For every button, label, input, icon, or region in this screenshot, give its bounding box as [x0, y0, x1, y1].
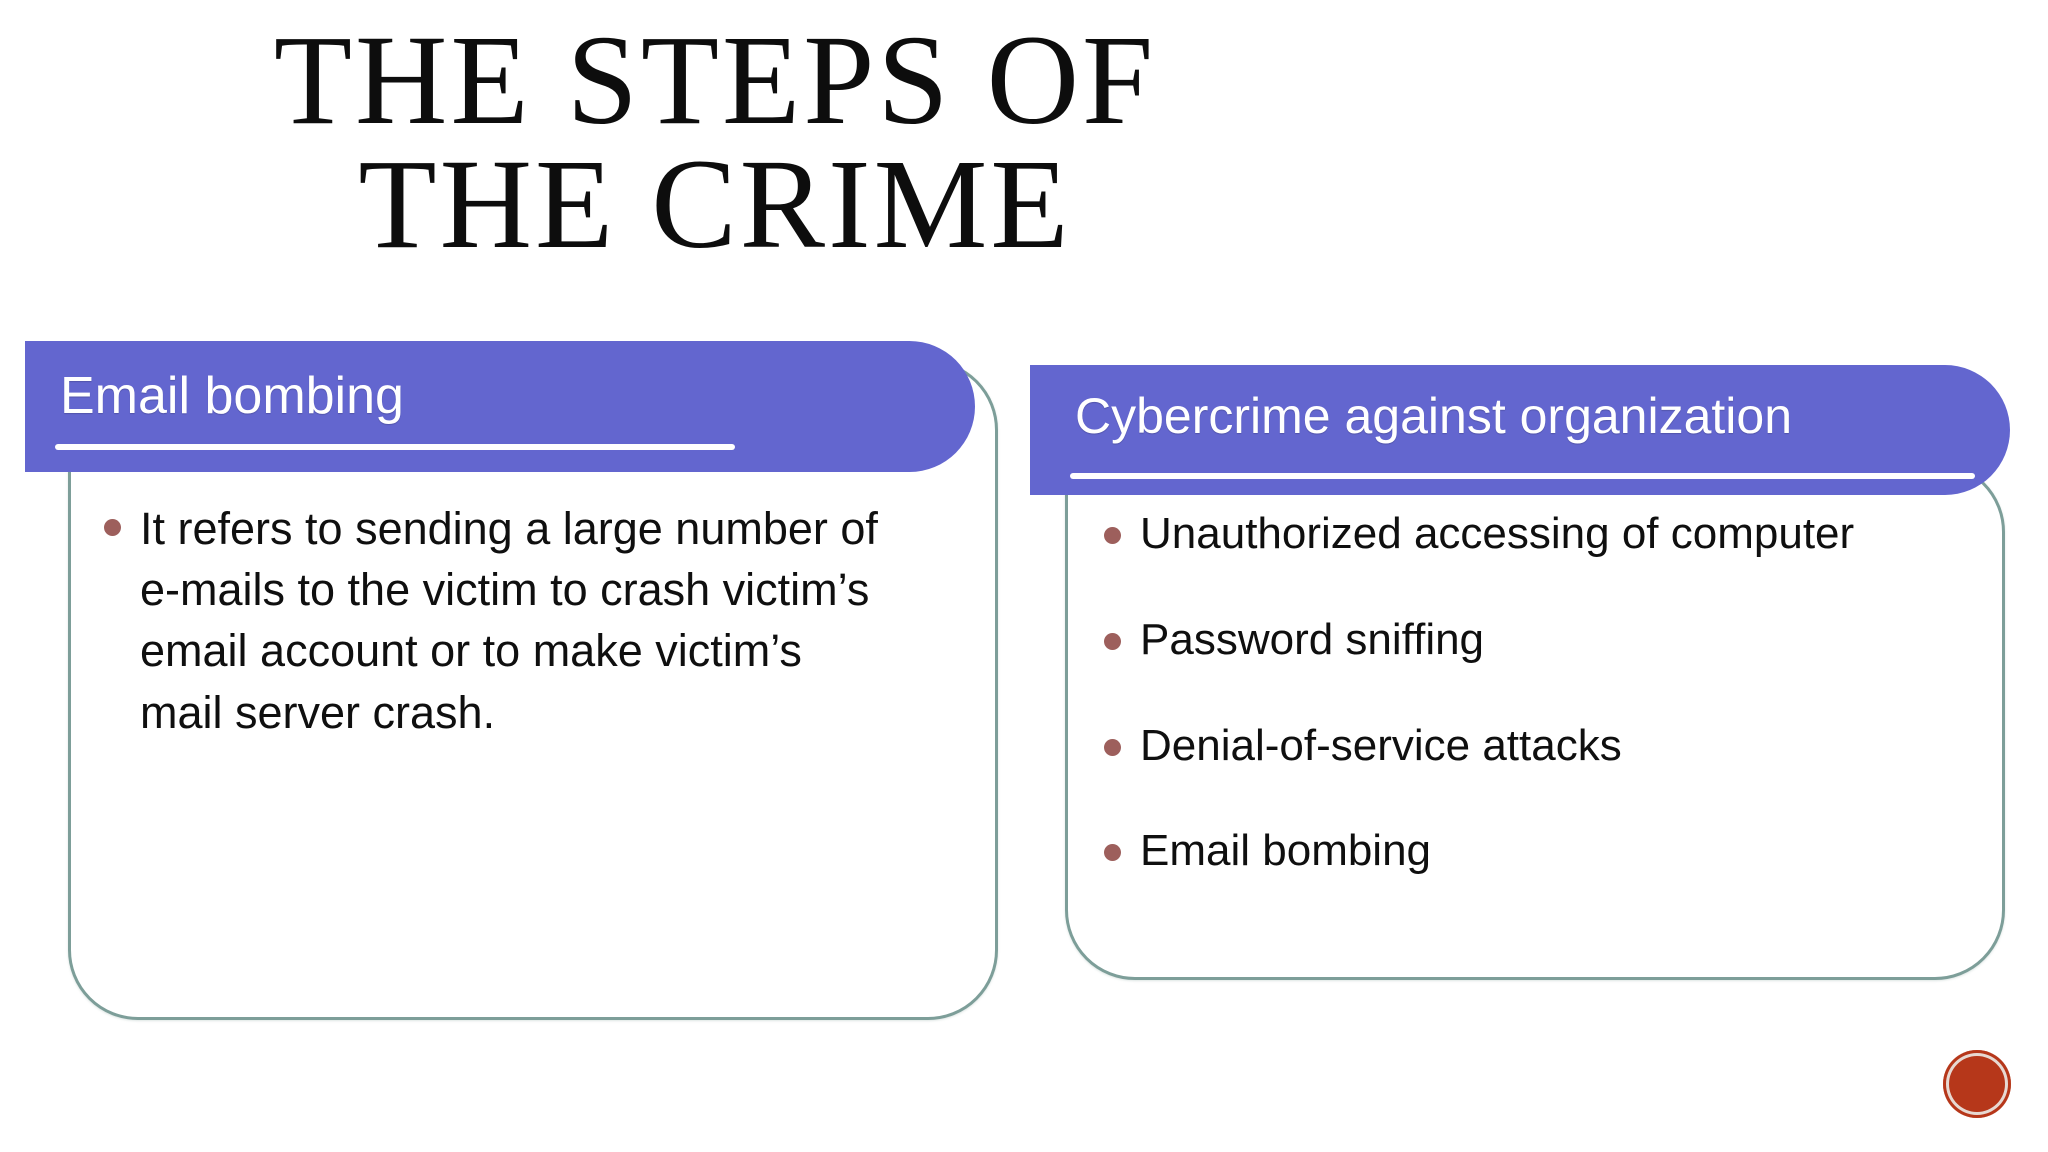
list-item-text: Email bombing [1140, 826, 1432, 876]
bullet-dot-icon [1104, 527, 1121, 544]
header-underline-rule [55, 444, 735, 450]
bullet-list-cybercrime-against-organization: Unauthorized accessing of computer Passw… [1100, 508, 1940, 878]
list-item: It refers to sending a large number of e… [100, 498, 890, 743]
panel-header-cybercrime-against-organization: Cybercrime against organization [1030, 365, 2010, 495]
panel-header-label: Cybercrime against organization [1075, 388, 1793, 444]
list-item-text: Unauthorized accessing of computer [1140, 509, 1855, 558]
bullet-list-email-bombing: It refers to sending a large number of e… [100, 498, 890, 743]
list-item-text: Denial-of-service attacks [1140, 720, 1622, 770]
list-item: Password sniffing [1100, 614, 1940, 667]
bullet-dot-icon [1104, 738, 1121, 756]
bullet-dot-icon [1104, 844, 1121, 862]
page-title-line-2: the crime [358, 133, 1072, 276]
panel-body-cybercrime-against-organization [1065, 462, 2005, 980]
bullet-dot-icon [1104, 632, 1121, 650]
list-item: Email bombing [1100, 825, 1940, 878]
bullet-dot-icon [104, 519, 121, 536]
page-title-line-1: The steps of [273, 9, 1157, 151]
header-underline-rule [1070, 473, 1975, 479]
circular-logo-badge-icon [1943, 1050, 2011, 1118]
page-title: The steps of the crime [0, 9, 1430, 276]
list-item: Unauthorized accessing of computer [1100, 508, 1940, 561]
list-item-text: It refers to sending a large number of e… [140, 503, 878, 738]
panel-header-email-bombing: Email bombing [25, 341, 975, 472]
list-item: Denial-of-service attacks [1100, 720, 1940, 773]
panel-header-label: Email bombing [60, 367, 404, 425]
list-item-text: Password sniffing [1140, 614, 1485, 664]
